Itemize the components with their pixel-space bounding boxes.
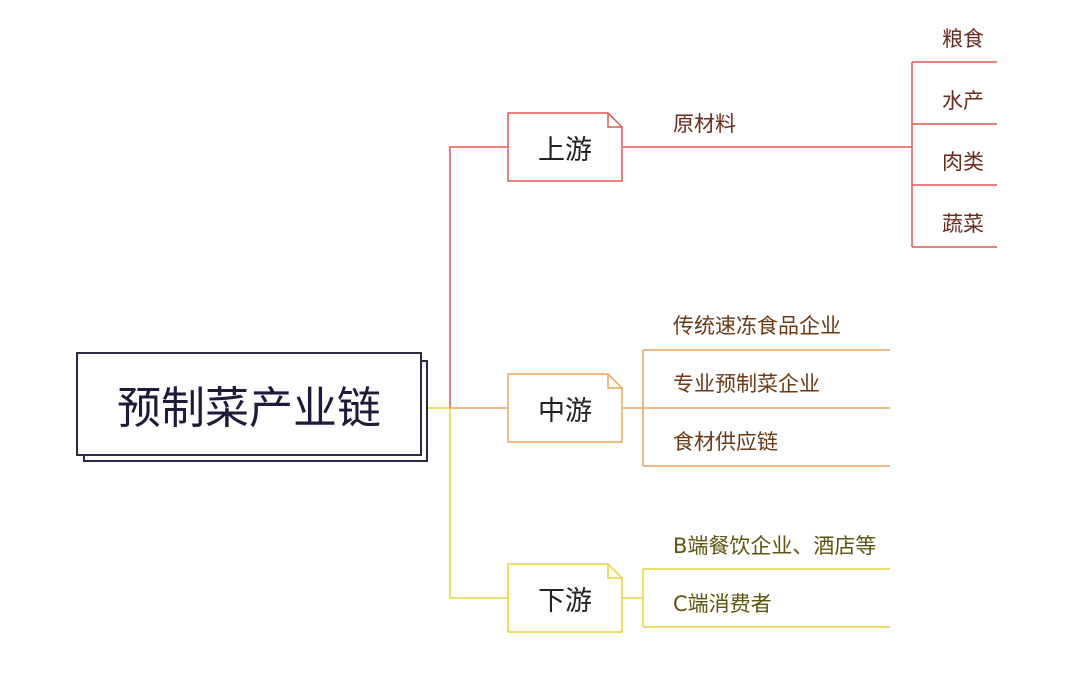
leaf-c-end[interactable]: C端消费者 [673, 592, 772, 616]
root-node[interactable]: 预制菜产业链 [76, 352, 422, 456]
upstream-label: 上游 [538, 134, 592, 166]
leaf-supply-chain[interactable]: 食材供应链 [673, 430, 778, 454]
note-shape [507, 373, 623, 443]
root-label: 预制菜产业链 [117, 383, 381, 434]
downstream-label: 下游 [538, 585, 592, 617]
note-shape [507, 563, 623, 633]
note-shape [507, 112, 623, 182]
upstream-node[interactable]: 上游 [507, 112, 623, 182]
downstream-connector [449, 408, 507, 599]
leaf-prepared-dish[interactable]: 专业预制菜企业 [673, 372, 820, 396]
leaf-meat[interactable]: 肉类 [942, 150, 984, 174]
leaf-aquatic[interactable]: 水产 [942, 89, 984, 113]
downstream-node[interactable]: 下游 [507, 563, 623, 633]
leaf-b-end[interactable]: B端餐饮企业、酒店等 [673, 534, 877, 558]
midstream-node[interactable]: 中游 [507, 373, 623, 443]
midstream-label: 中游 [538, 395, 592, 427]
raw-material-label[interactable]: 原材料 [673, 112, 736, 136]
upstream-connector [449, 146, 507, 408]
leaf-frozen-food[interactable]: 传统速冻食品企业 [673, 314, 841, 338]
leaf-vegetable[interactable]: 蔬菜 [942, 212, 984, 236]
leaf-grain[interactable]: 粮食 [942, 27, 984, 51]
